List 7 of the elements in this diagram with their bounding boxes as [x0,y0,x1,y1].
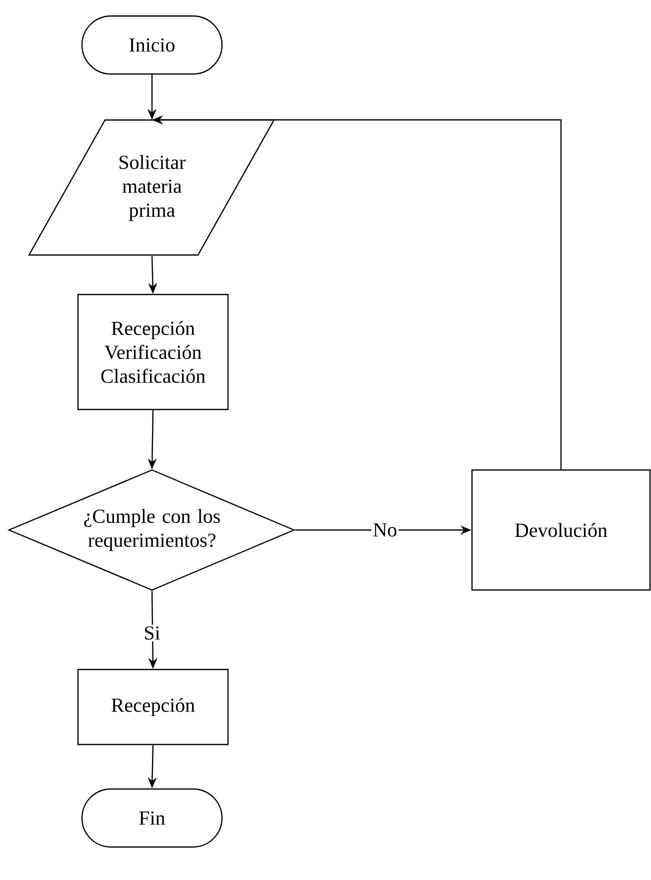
terminal-box: Inicio [81,15,223,75]
edge-label: No [371,522,399,538]
terminal-box: Fin [81,788,223,848]
edge-label: Si [142,624,162,642]
process-box: Recepción [77,668,229,746]
process-box: Devolución [471,469,651,591]
process-box: Recepción Verificación Clasificación [77,294,229,410]
